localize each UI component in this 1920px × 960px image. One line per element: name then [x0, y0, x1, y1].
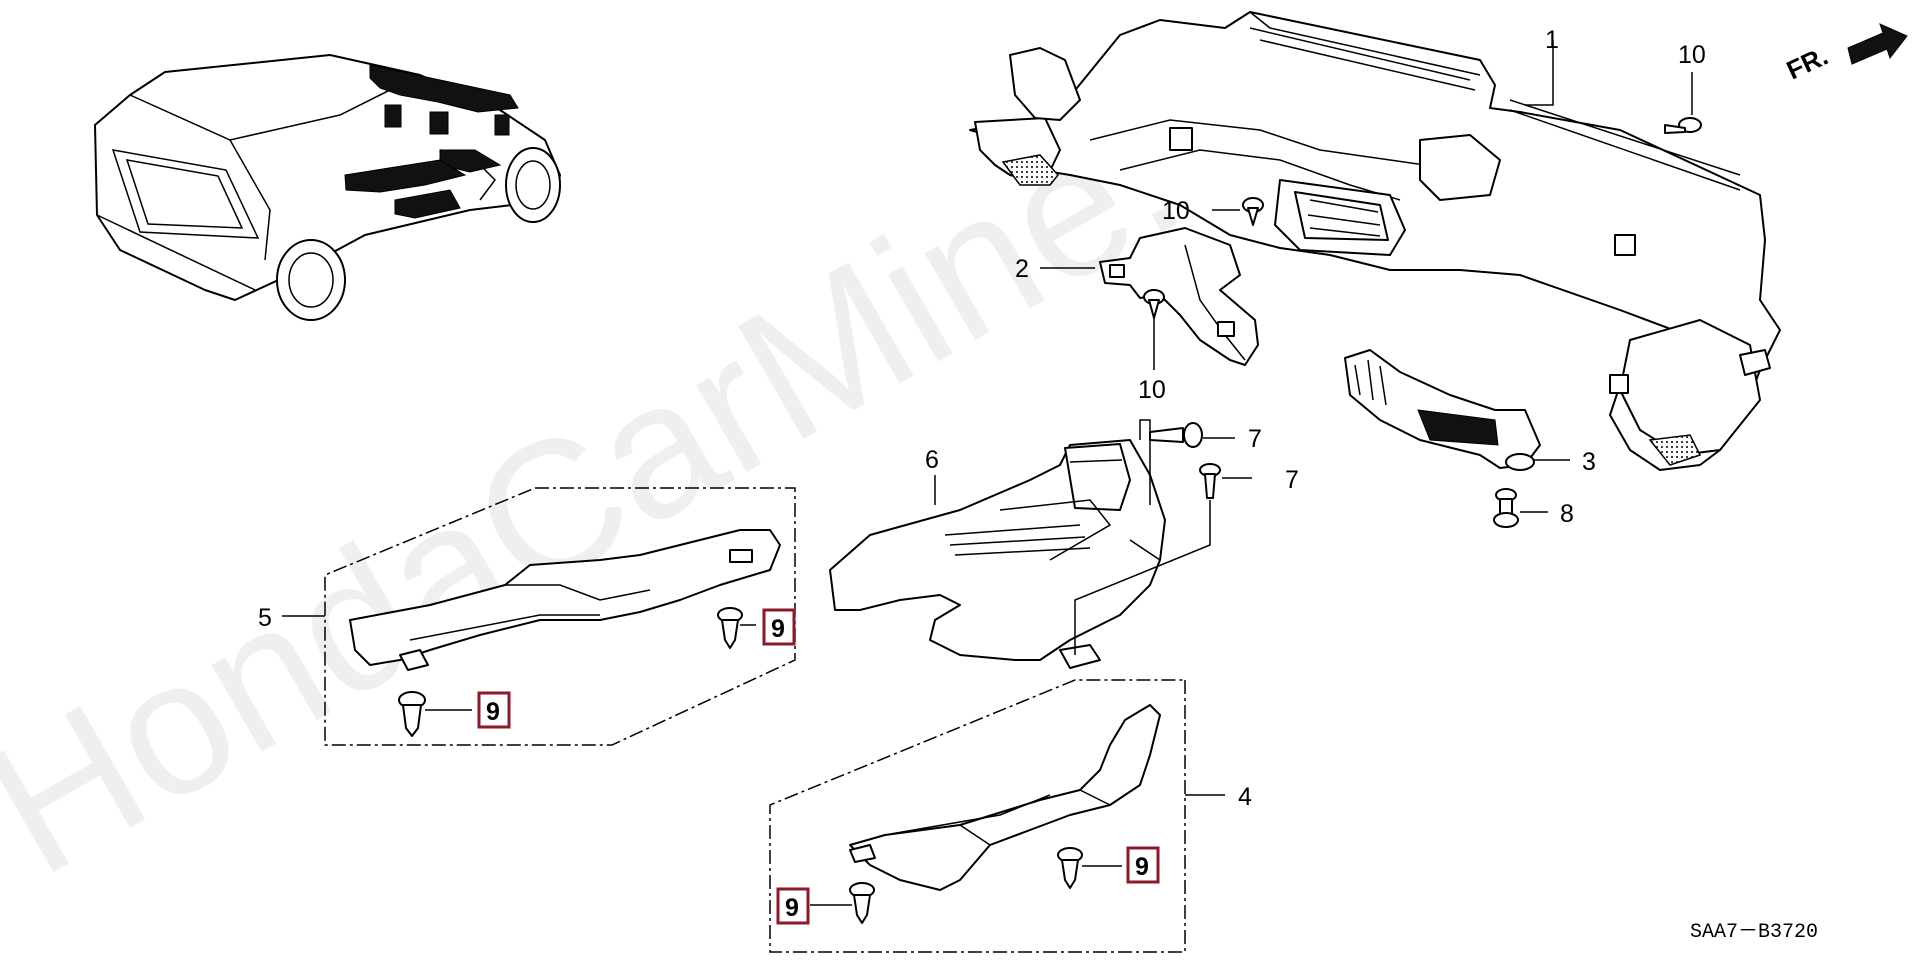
- callout-2: 2: [1015, 255, 1029, 283]
- clip-fastener-9b: [398, 691, 426, 737]
- front-arrow-icon: [1847, 23, 1908, 65]
- svg-text:9: 9: [771, 615, 785, 643]
- boxed-callout-9a: 9: [762, 608, 796, 646]
- boxed-callout-9c: 9: [1126, 846, 1160, 884]
- callout-7-upper: 7: [1248, 425, 1262, 453]
- part-4-floor-duct-right: [849, 704, 1161, 891]
- vehicle-locator-illustration: [94, 54, 561, 321]
- callout-10-middle: 10: [1162, 197, 1190, 225]
- callout-5: 5: [258, 604, 272, 632]
- figure-code: SAA7－B3720: [1690, 921, 1818, 944]
- screw-fastener-7b: [1199, 463, 1221, 499]
- clip-fastener-9d: [849, 882, 875, 924]
- svg-text:9: 9: [1135, 853, 1149, 881]
- callout-1: 1: [1545, 26, 1559, 54]
- boxed-callout-9b: 9: [477, 691, 511, 729]
- screw-fastener-10b: [1242, 197, 1264, 226]
- callout-3: 3: [1582, 448, 1596, 476]
- screw-fastener-7a: [1149, 422, 1203, 448]
- screw-fastener-10a: [1664, 117, 1702, 134]
- callout-6: 6: [925, 446, 939, 474]
- boxed-callout-9d: 9: [776, 887, 810, 925]
- callout-10-top: 10: [1678, 41, 1706, 69]
- part-1-main-duct: [969, 11, 1781, 471]
- part-3-rear-outlet-duct: [1344, 349, 1541, 471]
- part-5-group-outline: [324, 487, 796, 746]
- svg-text:9: 9: [785, 894, 799, 922]
- bolt-fastener-8: [1493, 488, 1519, 528]
- screw-fastener-10c: [1143, 289, 1165, 319]
- front-direction-indicator: FR.: [1782, 23, 1908, 86]
- callout-7-lower: 7: [1285, 466, 1299, 494]
- callout-8: 8: [1560, 500, 1574, 528]
- part-2-side-duct: [1099, 227, 1259, 366]
- svg-text:9: 9: [486, 698, 500, 726]
- clip-fastener-9a: [717, 607, 743, 649]
- front-label: FR.: [1782, 41, 1833, 86]
- clip-fastener-9c: [1057, 847, 1083, 889]
- callout-4: 4: [1238, 783, 1252, 811]
- callout-10-bottom: 10: [1138, 376, 1166, 404]
- part-4-group-outline: [769, 679, 1186, 953]
- leader-lines: [282, 40, 1693, 906]
- part-6-center-duct: [829, 439, 1166, 669]
- part-5-floor-duct-left: [349, 529, 781, 671]
